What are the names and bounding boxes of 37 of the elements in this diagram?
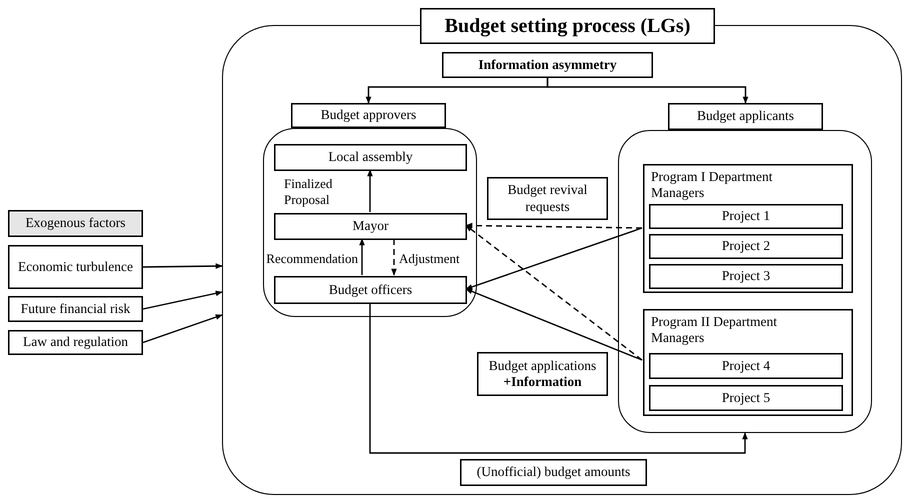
- group-container: [263, 128, 477, 317]
- arrow: [359, 238, 365, 275]
- process-box: (Unofficial) budget amounts: [460, 459, 647, 486]
- arrow: [367, 169, 373, 212]
- process-box: Mayor: [274, 213, 467, 240]
- process-box: Economic turbulence: [8, 245, 143, 289]
- arrow: [142, 290, 223, 310]
- process-box: Future financial risk: [8, 296, 143, 322]
- process-box: Information asymmetry: [442, 52, 653, 78]
- program-box: [643, 164, 853, 293]
- arrow: [143, 263, 223, 269]
- arrow: [369, 303, 748, 454]
- process-box: Project 4: [649, 353, 843, 379]
- process-box: Budget applications +Information: [477, 352, 608, 396]
- process-box: Budget officers: [274, 276, 467, 304]
- program-box: [643, 309, 853, 416]
- arrow: [391, 239, 397, 276]
- arrow: [465, 288, 642, 361]
- process-box: Project 3: [649, 264, 843, 289]
- process-box: Budget approvers: [291, 103, 446, 128]
- process-box: Project 2: [649, 234, 843, 259]
- program-heading: Program I Department Managers: [651, 169, 774, 202]
- arrow: [142, 314, 223, 344]
- process-box: Project 1: [649, 204, 843, 229]
- arrow: [465, 227, 642, 290]
- process-box: Local assembly: [274, 144, 467, 171]
- process-box: Law and regulation: [8, 330, 143, 355]
- title-box: Budget setting process (LGs): [420, 8, 715, 44]
- arrow: [546, 78, 748, 104]
- process-box: Budget applicants: [668, 103, 823, 130]
- arrow: [465, 224, 642, 361]
- arrow: [465, 222, 642, 229]
- group-container: [618, 130, 872, 433]
- program-heading: Program II Department Managers: [651, 314, 778, 347]
- process-box: Budget revival requests: [487, 177, 608, 220]
- category-header-box: Exogenous factors: [8, 210, 143, 237]
- process-box: Project 5: [649, 385, 843, 411]
